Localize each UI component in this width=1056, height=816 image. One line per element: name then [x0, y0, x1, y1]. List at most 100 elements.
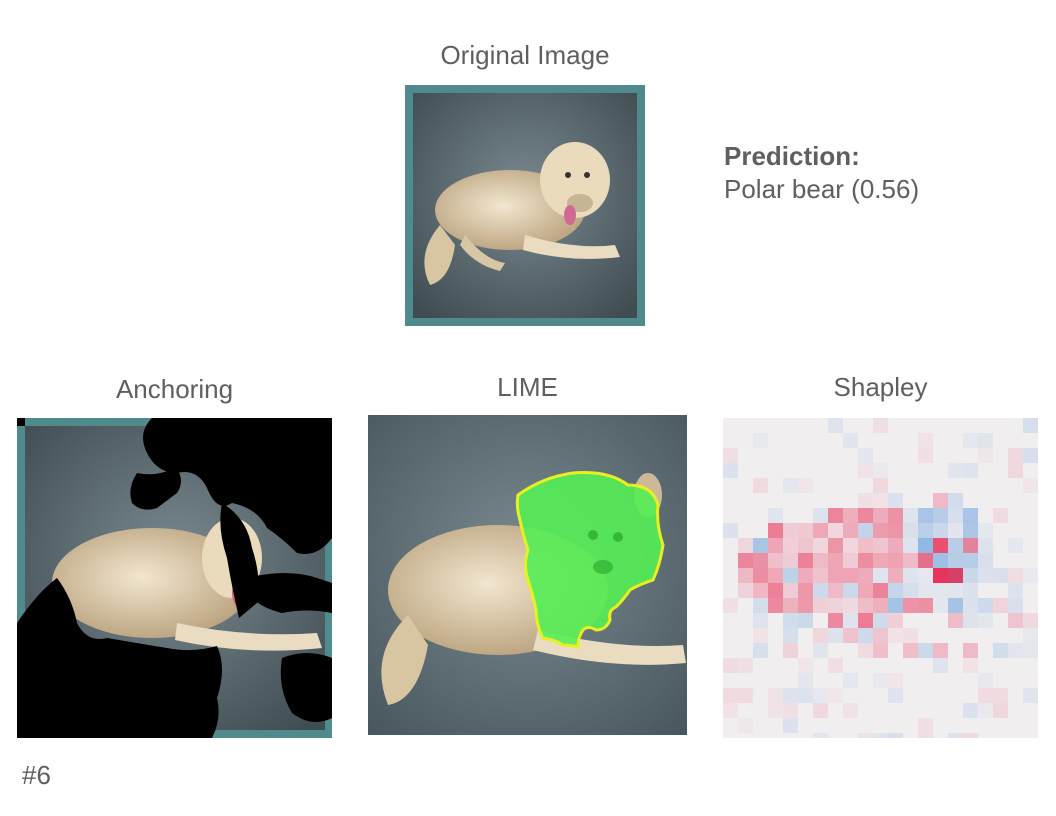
heatmap-cell [753, 538, 768, 553]
heatmap-cell [993, 688, 1008, 703]
shapley-panel [723, 418, 1038, 738]
heatmap-cell [843, 508, 858, 523]
heatmap-cell [888, 733, 903, 738]
heatmap-cell [858, 568, 873, 583]
heatmap-cell [828, 568, 843, 583]
heatmap-cell [768, 598, 783, 613]
heatmap-cell [753, 613, 768, 628]
shapley-title: Shapley [833, 372, 928, 402]
heatmap-cell [813, 733, 828, 738]
heatmap-cell [963, 613, 978, 628]
heatmap-cell [783, 523, 798, 538]
heatmap-cell [888, 538, 903, 553]
heatmap-cell [828, 418, 843, 433]
heatmap-cell [813, 688, 828, 703]
heatmap-cell [918, 568, 933, 583]
heatmap-cell [798, 568, 813, 583]
heatmap-cell [723, 598, 738, 613]
heatmap-cell [873, 643, 888, 658]
heatmap-cell [963, 598, 978, 613]
heatmap-cell [783, 703, 798, 718]
heatmap-cell [1008, 598, 1023, 613]
heatmap-cell [873, 733, 888, 738]
heatmap-cell [813, 628, 828, 643]
heatmap-cell [963, 658, 978, 673]
heatmap-cell [918, 448, 933, 463]
heatmap-cell [963, 523, 978, 538]
heatmap-cell [918, 733, 933, 738]
heatmap-cell [1008, 643, 1023, 658]
heatmap-cell [858, 538, 873, 553]
heatmap-cell [843, 598, 858, 613]
heatmap-cell [843, 523, 858, 538]
original-image [405, 85, 645, 326]
heatmap-cell [1008, 613, 1023, 628]
heatmap-cell [963, 643, 978, 658]
heatmap-cell [753, 433, 768, 448]
heatmap-cell [873, 418, 888, 433]
heatmap-cell [993, 703, 1008, 718]
heatmap-cell [798, 583, 813, 598]
heatmap-cell [933, 493, 948, 508]
heatmap-cell [948, 598, 963, 613]
original-image-title: Original Image [440, 40, 610, 70]
anchoring-explanation-image [17, 418, 332, 738]
heatmap-cell [948, 508, 963, 523]
heatmap-cell [813, 583, 828, 598]
heatmap-cell [873, 628, 888, 643]
heatmap-cell [873, 478, 888, 493]
heatmap-cell [948, 568, 963, 583]
heatmap-cell [963, 583, 978, 598]
heatmap-cell [738, 583, 753, 598]
original-dog-picture [405, 85, 645, 326]
lime-panel [368, 415, 687, 735]
heatmap-cell [1008, 463, 1023, 478]
heatmap-cell [858, 553, 873, 568]
heatmap-cell [798, 688, 813, 703]
heatmap-cell [783, 628, 798, 643]
heatmap-cell [828, 598, 843, 613]
heatmap-cell [783, 478, 798, 493]
heatmap-cell [933, 643, 948, 658]
heatmap-cell [858, 523, 873, 538]
lime-explanation-image [368, 415, 687, 735]
heatmap-cell [873, 463, 888, 478]
heatmap-cell [963, 508, 978, 523]
heatmap-cell [858, 598, 873, 613]
heatmap-cell [933, 523, 948, 538]
heatmap-cell [888, 523, 903, 538]
heatmap-cell [753, 598, 768, 613]
heatmap-cell [858, 628, 873, 643]
heatmap-cell [813, 598, 828, 613]
heatmap-cell [978, 553, 993, 568]
figure-number: #6 [22, 760, 51, 790]
heatmap-cell [873, 568, 888, 583]
heatmap-cell [783, 718, 798, 733]
heatmap-cell [993, 568, 1008, 583]
heatmap-cell [873, 598, 888, 613]
heatmap-cell [978, 538, 993, 553]
heatmap-cell [993, 598, 1008, 613]
heatmap-cell [723, 688, 738, 703]
heatmap-cell [963, 733, 978, 738]
heatmap-cell [993, 508, 1008, 523]
heatmap-cell [888, 673, 903, 688]
anchoring-panel [17, 418, 332, 738]
heatmap-cell [858, 508, 873, 523]
heatmap-cell [963, 703, 978, 718]
heatmap-cell [753, 643, 768, 658]
heatmap-cell [783, 568, 798, 583]
heatmap-cell [933, 583, 948, 598]
heatmap-cell [978, 568, 993, 583]
heatmap-cell [1008, 448, 1023, 463]
heatmap-cell [978, 703, 993, 718]
heatmap-cell [933, 598, 948, 613]
heatmap-cell [888, 568, 903, 583]
heatmap-cell [798, 613, 813, 628]
heatmap-cell [813, 703, 828, 718]
heatmap-cell [1023, 688, 1038, 703]
heatmap-cell [768, 538, 783, 553]
prediction-value: Polar bear (0.56) [724, 174, 920, 204]
heatmap-cell [738, 658, 753, 673]
heatmap-cell [768, 688, 783, 703]
